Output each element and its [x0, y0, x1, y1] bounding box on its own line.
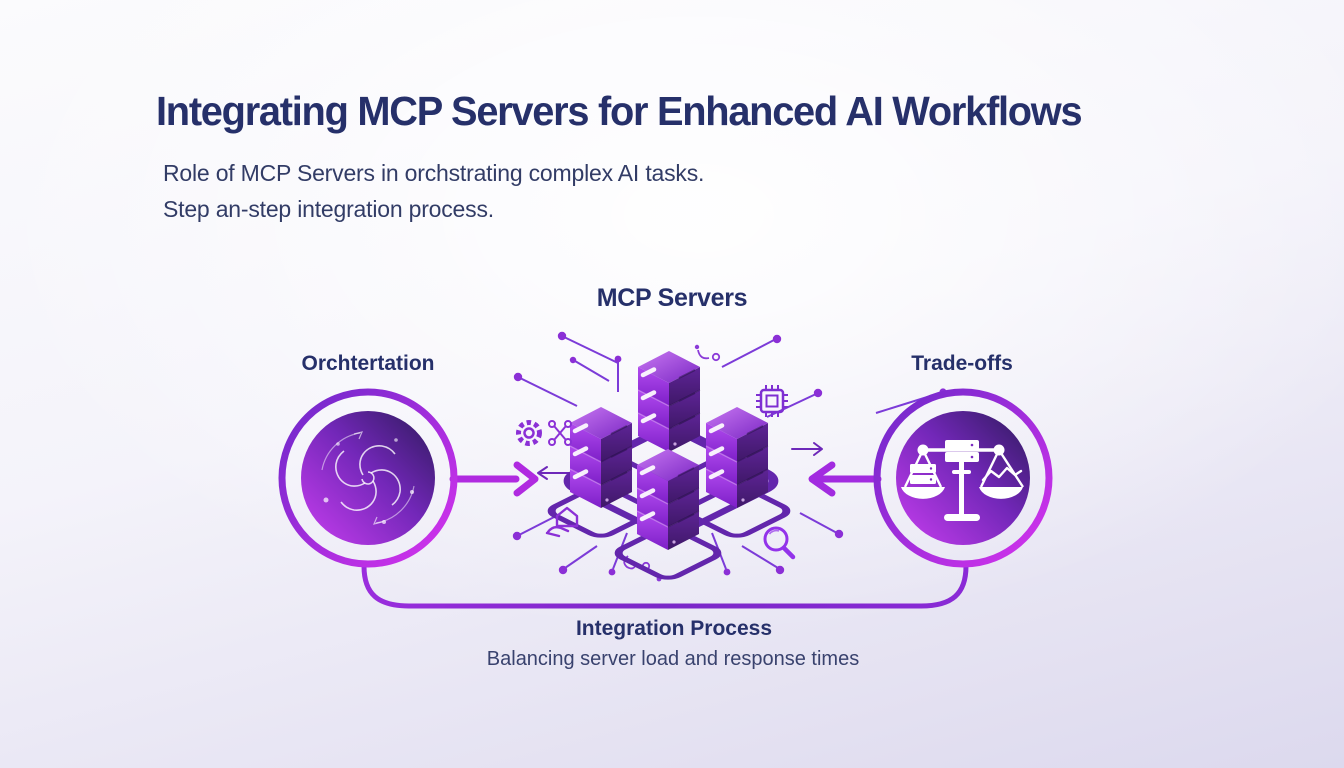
- center-label: MCP Servers: [596, 284, 748, 312]
- bottom-subtitle: Balancing server load and response times: [486, 648, 860, 670]
- bottom-title: Integration Process: [575, 617, 773, 640]
- gear-icon: [516, 420, 542, 446]
- arrow-left-to-center: [449, 461, 539, 497]
- network-nodes-icon: [548, 420, 572, 446]
- server-tower-bottom: [637, 449, 699, 550]
- server-tower-left: [570, 407, 632, 508]
- server-tower-top: [638, 351, 700, 452]
- cpu-chip-icon: [756, 385, 788, 417]
- server-cluster: [546, 351, 792, 581]
- magnifier-icon: [763, 526, 796, 560]
- arrow-right-to-center: [808, 461, 882, 497]
- subtitle-line-2: Step an-step integration process.: [163, 196, 494, 222]
- subtitle-line-1: Role of MCP Servers in orchstrating comp…: [163, 160, 705, 186]
- page-title: Integrating MCP Servers for Enhanced AI …: [156, 88, 1083, 134]
- deploy-home-icon: [545, 506, 579, 538]
- right-label: Trade-offs: [911, 352, 1013, 375]
- tradeoffs-badge: [873, 388, 1053, 568]
- swirl-orchestration-icon: [321, 431, 415, 525]
- u-shaped-connector: [361, 565, 969, 609]
- server-tower-right: [706, 407, 768, 508]
- orchestration-badge: [278, 388, 458, 568]
- thin-arrow-right-icon: [791, 442, 823, 456]
- balance-scale-icon: [901, 440, 1025, 521]
- left-label: Orchtertation: [301, 352, 435, 375]
